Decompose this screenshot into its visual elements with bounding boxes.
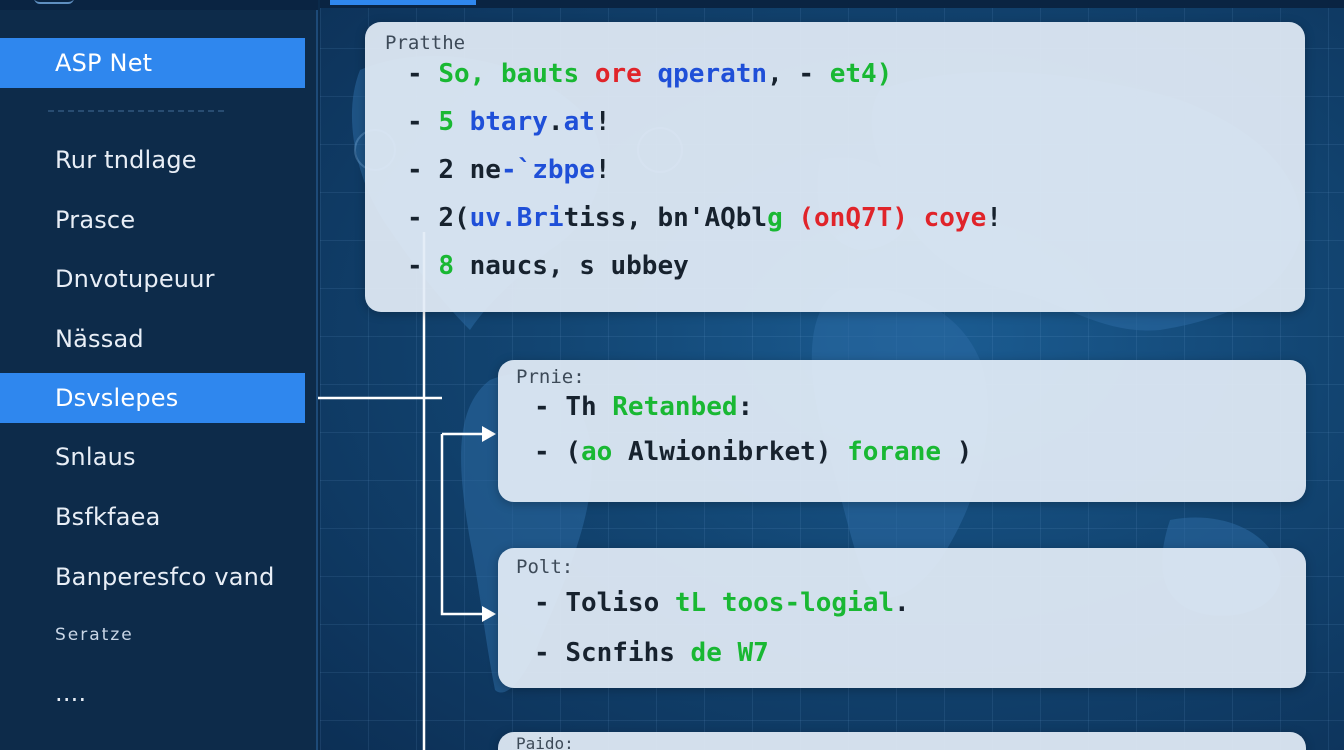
- sidebar-item-dnvotupeuur[interactable]: Dnvotupeuur: [0, 254, 305, 304]
- panel-title: Prnie:: [516, 366, 585, 388]
- sidebar-item-seratze[interactable]: Seratze: [0, 610, 305, 660]
- sidebar-item-label: ASP Net: [55, 49, 153, 77]
- sidebar-item-rur-tndlage[interactable]: Rur tndlage: [0, 135, 305, 185]
- code-line: - 8 naucs, s ubbey: [407, 251, 689, 281]
- sidebar-item-label: Banperesfco vand: [55, 563, 275, 591]
- panel-title: Polt:: [516, 556, 574, 578]
- polt-panel: Polt: - Toliso tL toos-logial. - Scnfihs…: [498, 548, 1306, 688]
- bottom-panel: Paido:: [498, 732, 1306, 750]
- active-tab-indicator[interactable]: [330, 0, 476, 5]
- sidebar-item-label: Nässad: [55, 325, 144, 353]
- sidebar-item-bsfkfaea[interactable]: Bsfkfaea: [0, 492, 305, 542]
- code-line: - 2 ne-`zbpe!: [407, 155, 611, 185]
- code-line: - Scnfihs de W7: [534, 638, 769, 668]
- sidebar-item-prasce[interactable]: Prasce: [0, 195, 305, 245]
- sidebar-item-label: Bsfkfaea: [55, 503, 161, 531]
- sidebar-item-asp-net[interactable]: ASP Net: [0, 38, 305, 88]
- sidebar-item-label: Seratze: [55, 625, 134, 645]
- code-line: - (ao Alwionibrket) forane ): [534, 437, 973, 467]
- panel-title: Paido:: [516, 734, 574, 750]
- sidebar-item-label: Dsvslepes: [55, 384, 179, 412]
- sidebar-topbar: [0, 0, 318, 10]
- sidebar-divider: [48, 110, 228, 112]
- code-line: - Toliso tL toos-logial.: [534, 588, 910, 618]
- practice-panel: Pratthe - So, bauts ore qperatn, - et4) …: [365, 22, 1305, 312]
- sidebar-item-label: Snlaus: [55, 443, 136, 471]
- profile-panel: Prnie: - Th Retanbed: - (ao Alwionibrket…: [498, 360, 1306, 502]
- sidebar: ASP Net Rur tndlage Prasce Dnvotupeuur N…: [0, 0, 318, 750]
- sidebar-item-banperesfco-vand[interactable]: Banperesfco vand: [0, 552, 305, 602]
- more-icon: ....: [55, 679, 87, 707]
- code-line: - 2(uv.Britiss, bn'AQblg (onQ7T) coye!: [407, 203, 1002, 233]
- sidebar-item-more[interactable]: ....: [0, 668, 305, 718]
- sidebar-item-nassad[interactable]: Nässad: [0, 314, 305, 364]
- code-line: - 5 btary.at!: [407, 107, 611, 137]
- sidebar-item-label: Prasce: [55, 206, 136, 234]
- sidebar-item-label: Dnvotupeuur: [55, 265, 215, 293]
- sidebar-item-dsvslepes[interactable]: Dsvslepes: [0, 373, 305, 423]
- panel-title: Pratthe: [385, 32, 466, 54]
- sidebar-item-label: Rur tndlage: [55, 146, 197, 174]
- search-icon[interactable]: [34, 0, 74, 4]
- code-line: - Th Retanbed:: [534, 392, 754, 422]
- main-topbar: [320, 0, 1344, 8]
- sidebar-item-snlaus[interactable]: Snlaus: [0, 432, 305, 482]
- code-line: - So, bauts ore qperatn, - et4): [407, 59, 893, 89]
